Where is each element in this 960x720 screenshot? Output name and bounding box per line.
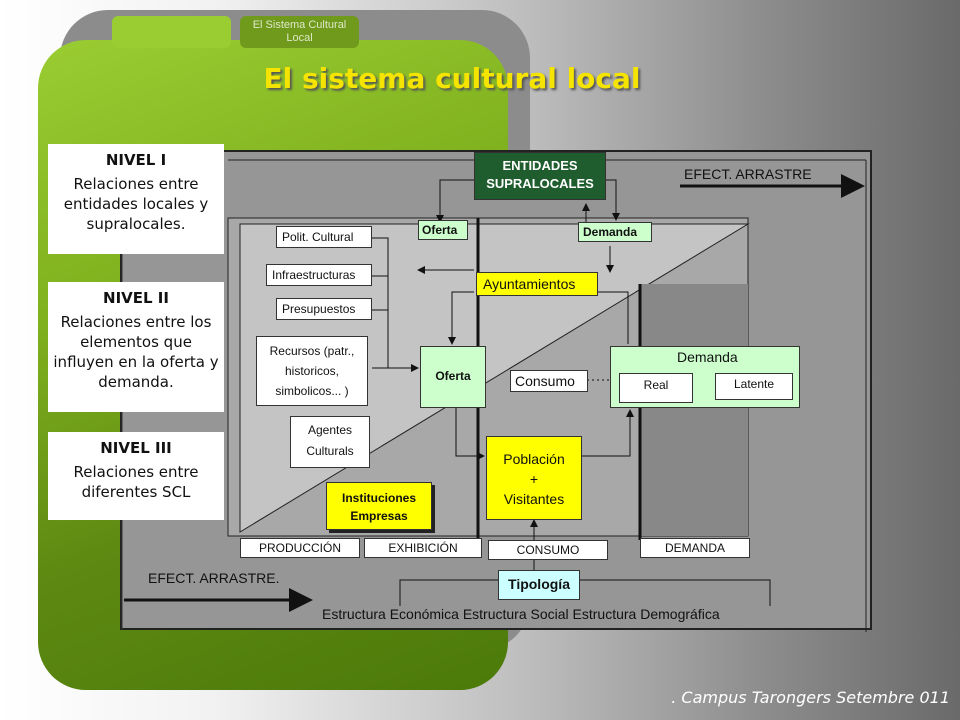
- instituciones-empresas-box: Instituciones Empresas: [326, 482, 432, 530]
- tipologia-box: Tipología: [498, 570, 580, 600]
- presupuestos-box: Presupuestos: [276, 298, 372, 320]
- demanda-bottom-box: DEMANDA: [640, 538, 750, 558]
- poblacion-line-3: Visitantes: [503, 491, 565, 507]
- demanda-mid-label: Demanda: [677, 349, 738, 365]
- polit-cultural-box: Polit. Cultural: [276, 226, 372, 248]
- ayuntamientos-box: Ayuntamientos: [476, 272, 598, 296]
- level-3-heading: NIVEL III: [100, 439, 172, 457]
- efect-arrastre-top: EFECT. ARRASTRE: [684, 166, 812, 182]
- estructuras-label: Estructura Económica Estructura Social E…: [322, 606, 720, 622]
- poblacion-line-2: +: [529, 471, 539, 487]
- level-3-text: Relaciones entre diferentes SCL: [73, 463, 199, 501]
- real-box: Real: [619, 373, 693, 403]
- agentes-culturals-box: Agentes Culturals: [290, 416, 370, 468]
- consumo-mid-box: Consumo: [510, 370, 588, 392]
- poblacion-line-1: Población: [503, 451, 565, 467]
- tab-blank[interactable]: [112, 16, 231, 48]
- produccion-box: PRODUCCIÓN: [240, 538, 360, 558]
- level-2-box: NIVEL II Relaciones entre los elementos …: [48, 282, 224, 412]
- latente-box: Latente: [715, 373, 793, 400]
- oferta-mid-box: Oferta: [420, 346, 486, 408]
- poblacion-visitantes-box: Población + Visitantes: [486, 436, 582, 520]
- consumo-bottom-box: CONSUMO: [488, 540, 608, 560]
- entidades-supralocales-box: ENTIDADES SUPRALOCALES: [474, 152, 606, 200]
- demanda-mid-box: Demanda Real Latente: [610, 346, 800, 408]
- efect-arrastre-bottom: EFECT. ARRASTRE.: [148, 570, 280, 586]
- oferta-top-box: Oferta: [418, 220, 468, 240]
- tab-sistema-cultural[interactable]: El Sistema Cultural Local: [240, 16, 359, 48]
- recursos-box: Recursos (patr., historicos, simbolicos.…: [256, 336, 368, 406]
- level-2-heading: NIVEL II: [103, 289, 169, 307]
- slide-title: El sistema cultural local: [263, 62, 641, 95]
- infraestructuras-box: Infraestructuras: [266, 264, 372, 286]
- level-3-box: NIVEL III Relaciones entre diferentes SC…: [48, 432, 224, 520]
- exhibicion-box: EXHIBICIÓN: [364, 538, 482, 558]
- level-1-text: Relaciones entre entidades locales y sup…: [63, 175, 209, 233]
- footer-text: . Campus Tarongers Setembre 011: [671, 688, 950, 707]
- level-1-box: NIVEL I Relaciones entre entidades local…: [48, 144, 224, 254]
- level-1-heading: NIVEL I: [105, 151, 167, 169]
- demanda-top-box: Demanda: [578, 222, 652, 242]
- level-2-text: Relaciones entre los elementos que influ…: [53, 313, 219, 391]
